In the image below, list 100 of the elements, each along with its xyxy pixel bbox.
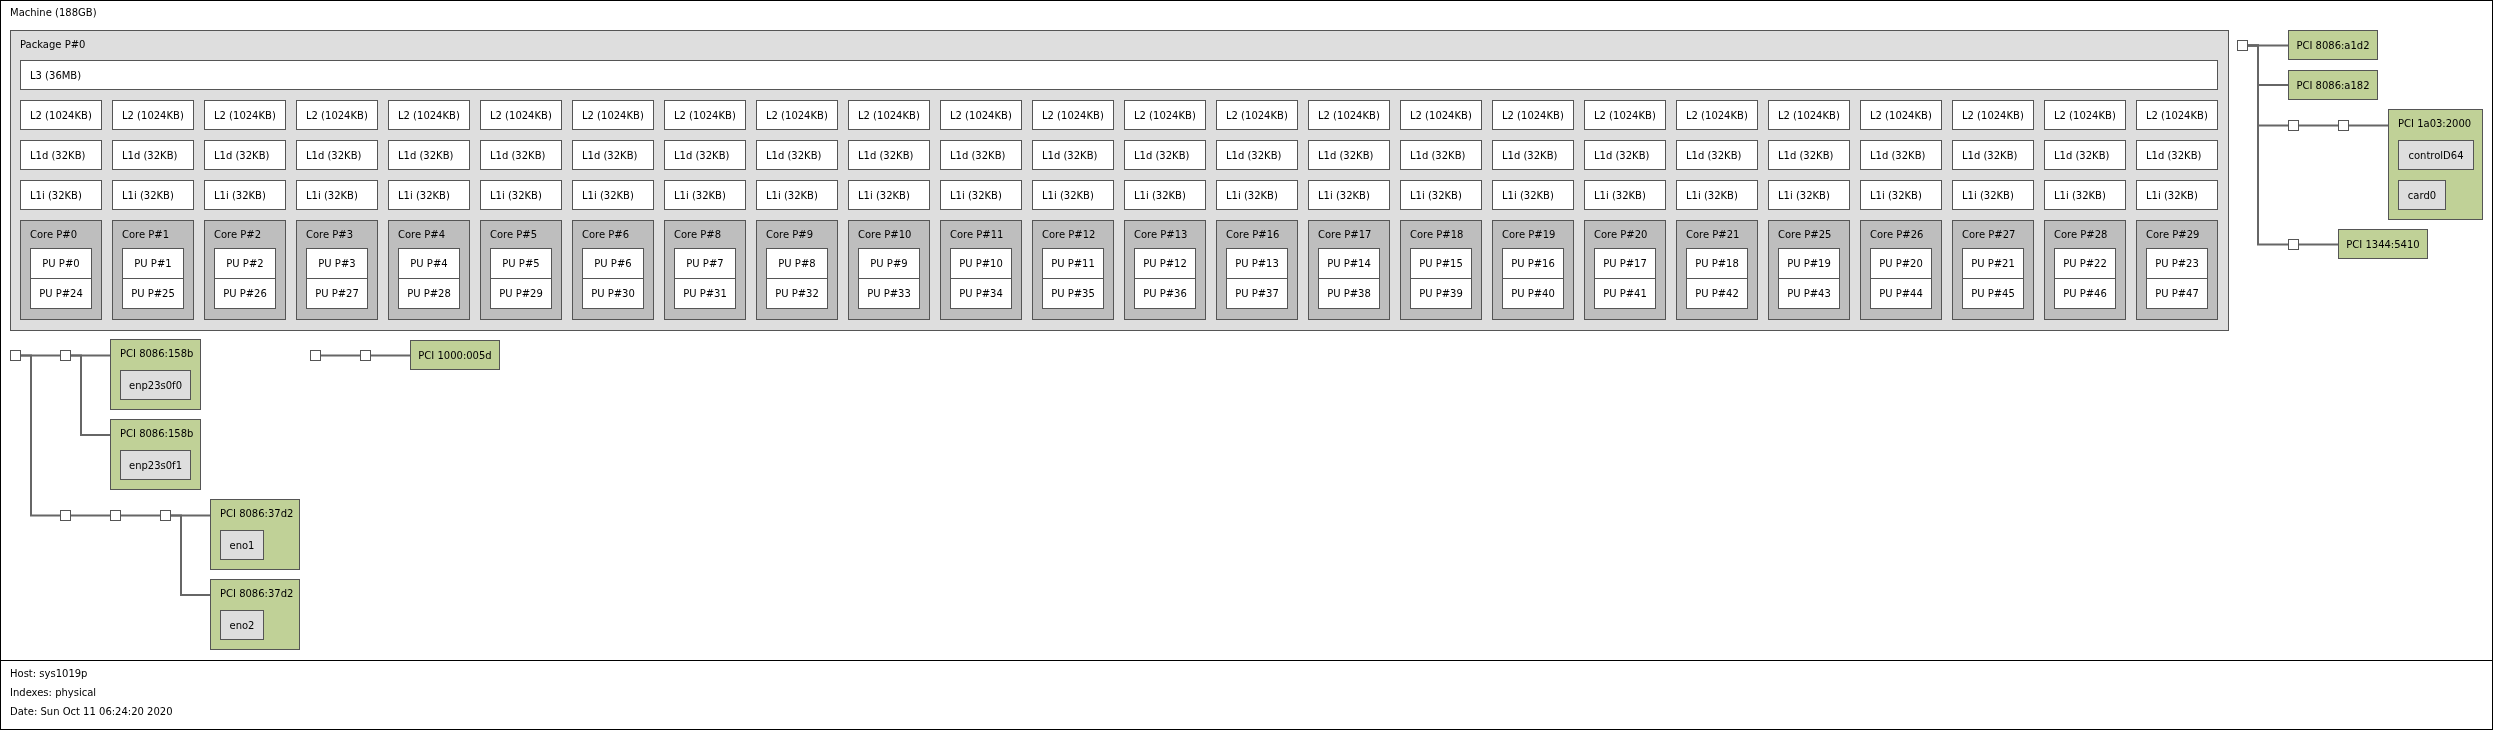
node-label: L1i (32KB)	[398, 188, 450, 202]
node-label: L2 (1024KB)	[306, 108, 368, 122]
node-label: Core P#20	[1594, 228, 1648, 241]
cache-box	[2044, 100, 2126, 130]
node-label: Core P#12	[1042, 228, 1096, 241]
node-label: PU P#28	[407, 287, 451, 300]
node-label: eno1	[229, 538, 255, 552]
node-label: PU P#45	[1971, 287, 2015, 300]
node-label: L1d (32KB)	[306, 148, 362, 162]
cache-box	[1860, 180, 1942, 210]
node-label: PU P#32	[775, 287, 819, 300]
pu-box	[306, 278, 368, 309]
node-label: PCI 8086:158b	[120, 347, 194, 360]
pu-box	[858, 248, 920, 279]
pci-device-box	[210, 579, 300, 650]
pu-box	[1778, 248, 1840, 279]
connector-line	[70, 354, 111, 436]
cache-box	[1768, 140, 1850, 170]
core-box	[756, 220, 838, 320]
node-label: L2 (1024KB)	[950, 108, 1012, 122]
node-label: L1d (32KB)	[1502, 148, 1558, 162]
cache-box	[388, 100, 470, 130]
node-label: PCI 8086:37d2	[220, 507, 294, 520]
node-label: PU P#29	[499, 287, 543, 300]
node-label: PU P#4	[410, 257, 448, 270]
pu-box	[214, 248, 276, 279]
node-label: PCI 1000:005d	[418, 348, 492, 362]
core-box	[1216, 220, 1298, 320]
cache-box	[296, 140, 378, 170]
cache-box	[1124, 140, 1206, 170]
node-label: L2 (1024KB)	[2146, 108, 2208, 122]
node-label: PU P#19	[1787, 257, 1831, 270]
node-label: L1i (32KB)	[2146, 188, 2198, 202]
node-label: PU P#30	[591, 287, 635, 300]
cache-box	[204, 180, 286, 210]
node-label: L1i (32KB)	[1870, 188, 1922, 202]
node-label: PU P#23	[2155, 257, 2199, 270]
cache-box	[572, 100, 654, 130]
connector-line	[170, 514, 211, 596]
core-box	[1032, 220, 1114, 320]
node-label: PU P#8	[778, 257, 816, 270]
node-label: PU P#6	[594, 257, 632, 270]
cache-box	[1400, 180, 1482, 210]
node-label: L1i (32KB)	[1778, 188, 1830, 202]
cache-box	[940, 100, 1022, 130]
bridge-node	[2288, 239, 2299, 250]
node-label: L2 (1024KB)	[1226, 108, 1288, 122]
node-label: PU P#33	[867, 287, 911, 300]
node-label: PU P#3	[318, 257, 356, 270]
node-label: PU P#2	[226, 257, 264, 270]
node-label: PU P#36	[1143, 287, 1187, 300]
node-label: PU P#31	[683, 287, 727, 300]
pu-box	[1962, 278, 2024, 309]
cache-box	[2044, 140, 2126, 170]
pci-device-box	[110, 419, 201, 490]
node-label: L2 (1024KB)	[214, 108, 276, 122]
cache-box	[1676, 140, 1758, 170]
pu-box	[398, 248, 460, 279]
pu-box	[1686, 278, 1748, 309]
cache-box	[1768, 100, 1850, 130]
node-label: PU P#5	[502, 257, 540, 270]
cache-box	[848, 140, 930, 170]
node-label: Core P#18	[1410, 228, 1464, 241]
pu-box	[1318, 248, 1380, 279]
node-label: L1d (32KB)	[122, 148, 178, 162]
node-label: PU P#38	[1327, 287, 1371, 300]
node-label: L1d (32KB)	[2146, 148, 2202, 162]
cache-box	[1492, 180, 1574, 210]
connector-line	[370, 354, 411, 357]
cache-box	[1952, 180, 2034, 210]
core-box	[1584, 220, 1666, 320]
core-box	[1124, 220, 1206, 320]
node-label: Core P#26	[1870, 228, 1924, 241]
pu-box	[306, 248, 368, 279]
node-label: L1d (32KB)	[1962, 148, 2018, 162]
node-label: L1d (32KB)	[1778, 148, 1834, 162]
bridge-node	[2237, 40, 2248, 51]
node-label: Core P#10	[858, 228, 912, 241]
node-label: enp23s0f1	[129, 458, 182, 472]
cache-box	[1124, 100, 1206, 130]
node-label: PU P#14	[1327, 257, 1371, 270]
connector-line	[2298, 124, 2339, 127]
cache-box	[1400, 100, 1482, 130]
node-label: L1i (32KB)	[1134, 188, 1186, 202]
cache-box	[664, 140, 746, 170]
node-label: L1i (32KB)	[1686, 188, 1738, 202]
core-box	[204, 220, 286, 320]
node-label: Core P#13	[1134, 228, 1188, 241]
node-label: L2 (1024KB)	[766, 108, 828, 122]
node-label: PU P#20	[1879, 257, 1923, 270]
node-label: PU P#10	[959, 257, 1003, 270]
cache-box	[1584, 100, 1666, 130]
cache-box	[1492, 140, 1574, 170]
pu-box	[2054, 278, 2116, 309]
node-label: L2 (1024KB)	[1962, 108, 2024, 122]
node-label: L1i (32KB)	[2054, 188, 2106, 202]
footer-text: Host: sys1019p	[10, 667, 88, 680]
node-label: L1i (32KB)	[950, 188, 1002, 202]
bridge-node	[2338, 120, 2349, 131]
pci-device-box	[110, 339, 201, 410]
